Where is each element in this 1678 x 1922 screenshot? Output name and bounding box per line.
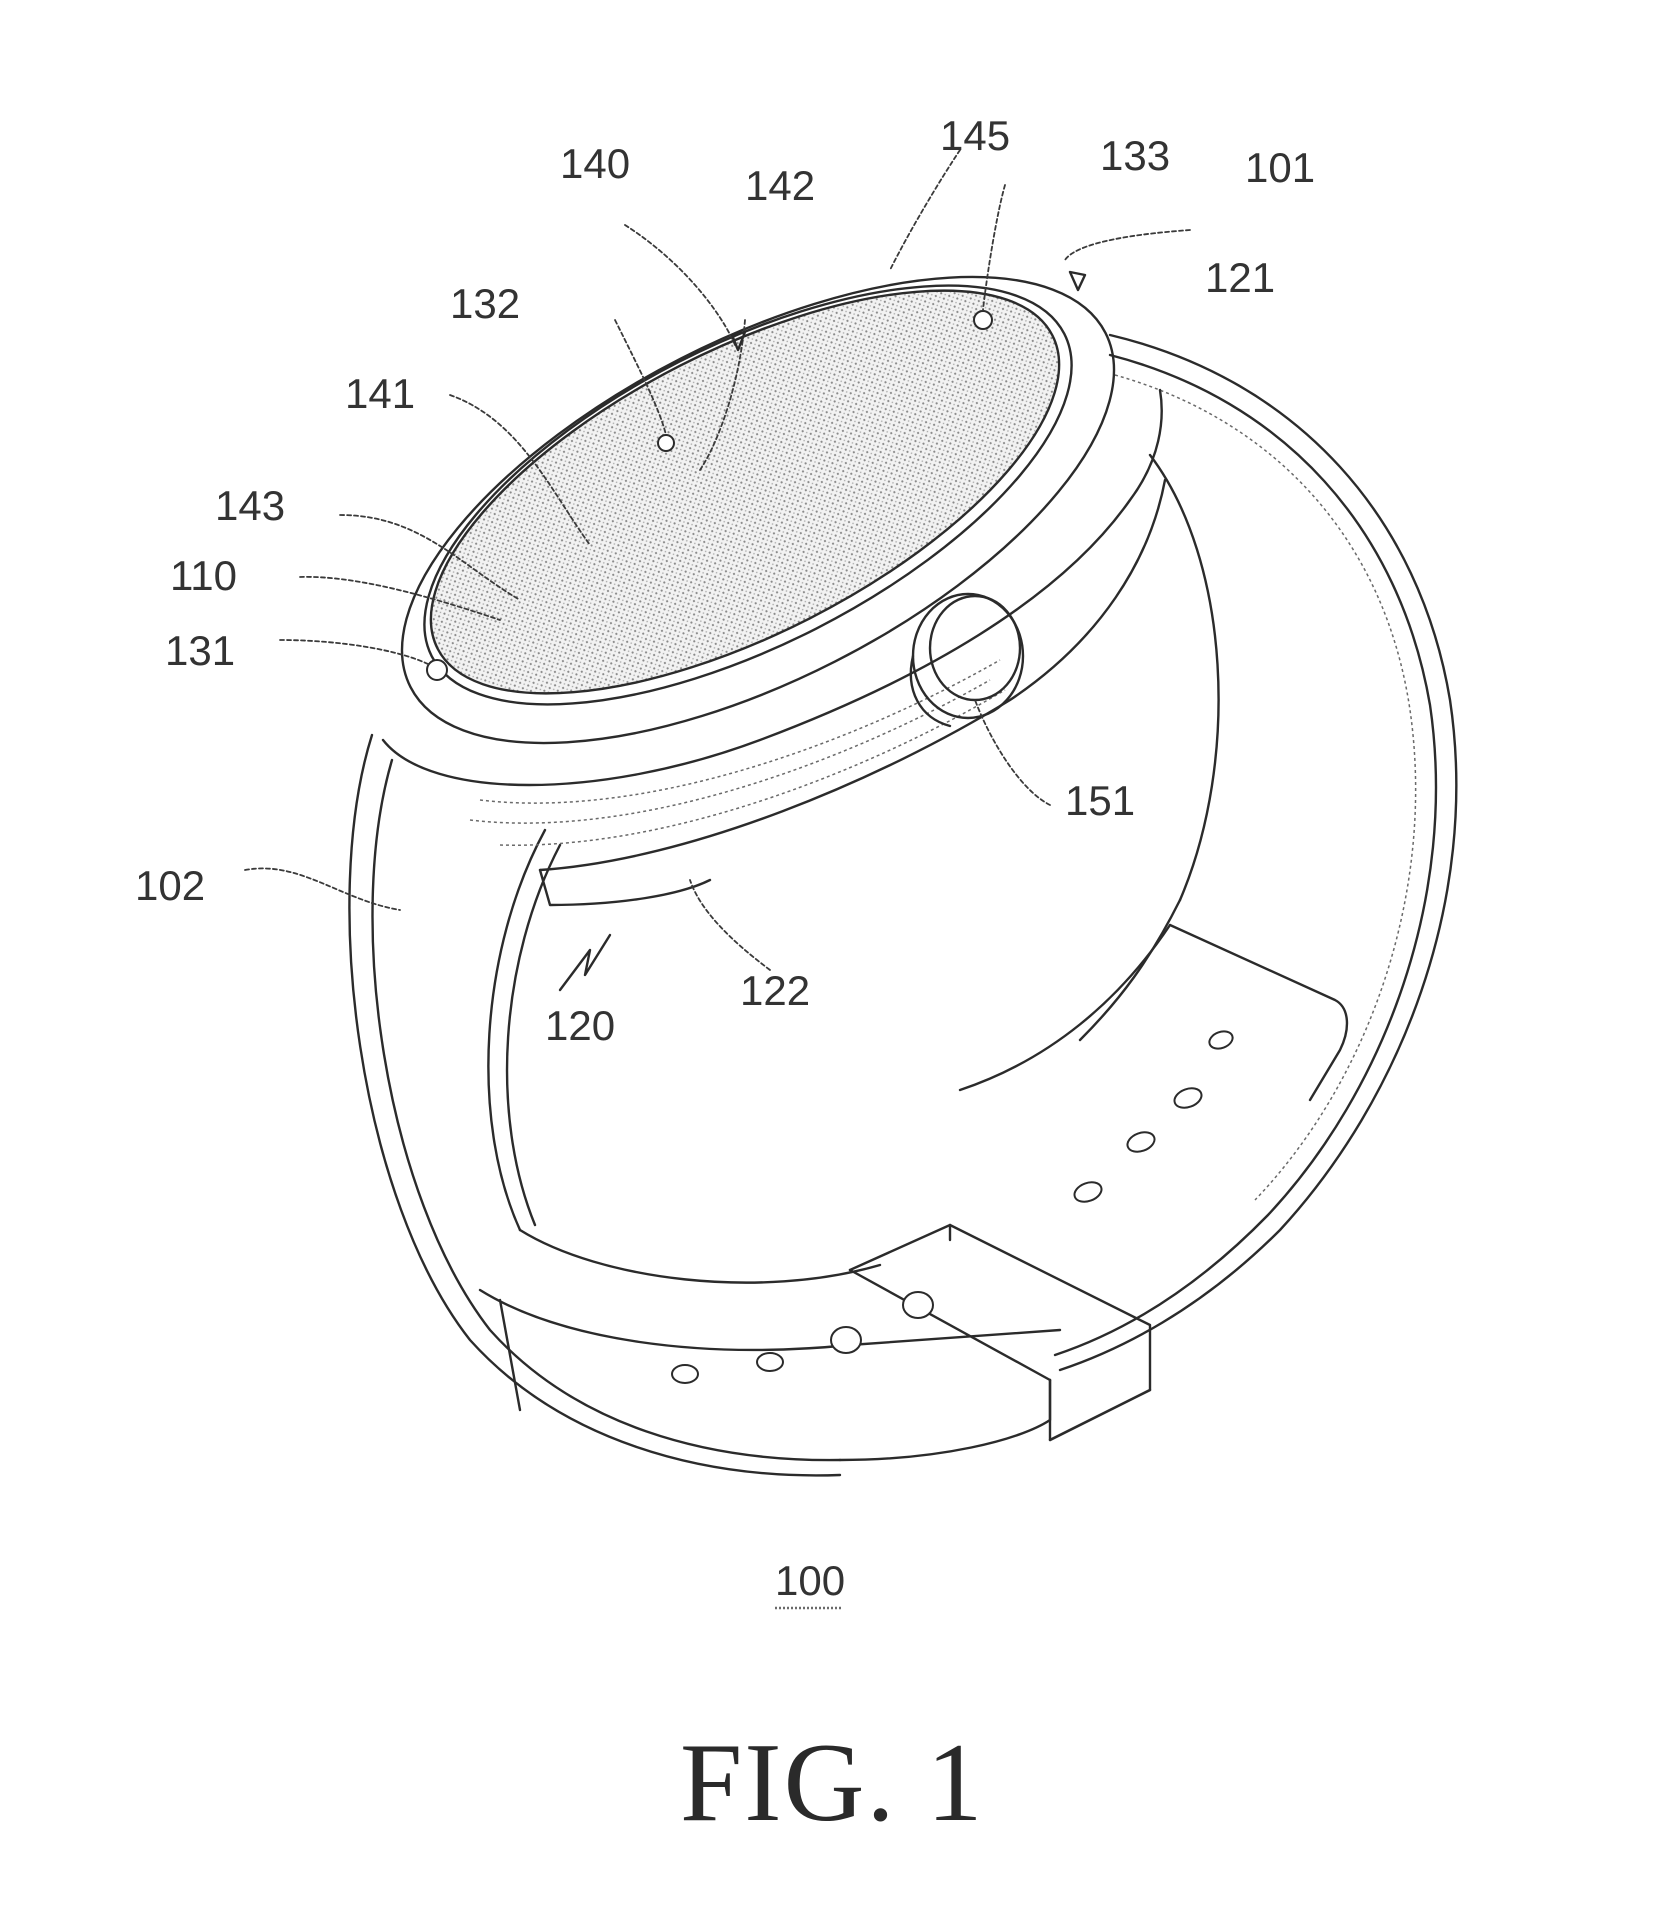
label-140: 140: [560, 140, 630, 187]
label-100: 100: [775, 1557, 845, 1604]
label-132: 132: [450, 280, 520, 327]
main-reference: 100: [775, 1557, 845, 1608]
label-121: 121: [1205, 254, 1275, 301]
figure-caption: FIG. 1: [680, 1721, 984, 1845]
label-145: 145: [940, 112, 1010, 159]
label-141: 141: [345, 370, 415, 417]
label-110: 110: [170, 552, 237, 599]
label-142: 142: [745, 162, 815, 209]
label-131: 131: [165, 627, 235, 674]
label-143: 143: [215, 482, 285, 529]
label-101: 101: [1245, 144, 1315, 191]
label-133: 133: [1100, 132, 1170, 179]
label-120: 120: [545, 1002, 615, 1049]
label-151: 151: [1065, 777, 1135, 824]
label-122: 122: [740, 967, 810, 1014]
label-102: 102: [135, 862, 205, 909]
